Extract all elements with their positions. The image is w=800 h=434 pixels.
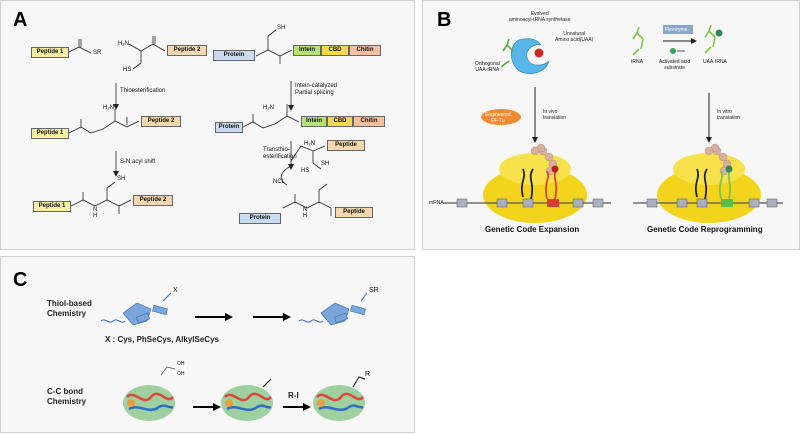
ef-tu-icon: [481, 109, 521, 125]
trna-icon: [632, 26, 644, 56]
h2n-label: H₂N: [118, 41, 129, 47]
x-options-label: X : Cys, PhSeCys, AlkylSeCys: [105, 335, 219, 344]
thioesterification-label: Thioesterification: [120, 88, 166, 94]
flexizyme-bar: [663, 25, 693, 34]
panel-b: B: [422, 0, 800, 250]
peptide1-box-3: Peptide 1: [33, 201, 71, 212]
transthioesterification-label: Transthio- esterification: [263, 147, 297, 160]
sh-label-r: SH: [277, 25, 286, 31]
chitin-box: Chitin: [349, 45, 381, 56]
cc-protein-1: [123, 385, 175, 421]
oh-label-1: OH: [177, 361, 185, 367]
panel-a: A: [0, 0, 415, 250]
uaa-trna-label: UAA-tRNA: [703, 59, 727, 65]
protein-box-3: Protein: [239, 213, 281, 224]
h-label: H: [93, 213, 98, 219]
flexizyme-label: Flexizyme: [665, 27, 688, 33]
panel-a-label: A: [13, 9, 28, 31]
sn-acyl-shift-label: S-N acyl shift: [120, 159, 156, 165]
h-label-r: H: [303, 213, 308, 219]
h2n-label-r: H₂N: [263, 105, 274, 111]
trna-label: tRNA: [631, 59, 643, 65]
in-vivo-label: In vivo translation: [543, 109, 567, 121]
sh-label-r2: SH: [321, 161, 330, 167]
oh-label-2: OH: [177, 371, 185, 377]
x-substituent-label: X: [173, 287, 178, 294]
panel-a-bonds: [66, 29, 332, 216]
synthetase-icon: [511, 38, 550, 74]
intein-box-2: Intein: [301, 116, 327, 127]
in-vitro-label: In vitro translation: [717, 109, 741, 121]
protein-icon-1: [122, 302, 168, 326]
peptide1-box-2: Peptide 1: [31, 128, 69, 139]
hs-label-r: HS: [301, 168, 310, 174]
panel-c-graphics: [100, 292, 368, 421]
sr-label: SR: [93, 50, 102, 56]
ncl-label: NCL: [273, 179, 286, 185]
genetic-code-expansion-caption: Genetic Code Expansion: [485, 225, 580, 234]
cc-protein-2: [221, 385, 273, 421]
hs-label: HS: [123, 67, 132, 73]
protein-box-2: Protein: [215, 122, 243, 133]
protein-box: Protein: [213, 50, 255, 61]
n-label: N: [93, 207, 98, 213]
thiol-chemistry-label: Thiol-based Chemistry: [47, 299, 92, 318]
mrna-label: mRNA: [429, 200, 444, 206]
panel-c-label: C: [13, 269, 28, 291]
activated-acid-label: Activated acid substrate: [659, 59, 691, 71]
sr-substituent-label: SR: [369, 287, 379, 294]
panel-b-graphics: [443, 24, 783, 223]
protein-icon-2: [320, 302, 366, 326]
peptide1-box: Peptide 1: [31, 47, 69, 58]
cbd-box: CBD: [321, 45, 349, 56]
sh-label: SH: [117, 176, 126, 182]
chitin-box-2: Chitin: [353, 116, 385, 127]
partial-splicing-label: Intein-catalyzed Partial splicing: [295, 83, 338, 96]
panel-b-label: B: [437, 9, 452, 31]
h2n-label-2: H₂N: [103, 105, 114, 111]
n-label-r: N: [303, 207, 308, 213]
peptide2-box: Peptide 2: [167, 45, 207, 56]
peptide2-box-3: Peptide 2: [133, 195, 173, 206]
uaa-ball-icon: [534, 48, 544, 58]
evolved-synthetase-label: Evolved aminoacyl-tRNA synthetase: [509, 11, 571, 23]
engineered-eftu-label: Engineered EF-Tu: [485, 112, 511, 124]
cc-protein-3: [313, 385, 365, 421]
cbd-box-2: CBD: [327, 116, 353, 127]
activated-acid-icon: [670, 48, 676, 54]
ribosome-left-icon: [483, 167, 587, 223]
genetic-code-reprogramming-caption: Genetic Code Reprogramming: [647, 225, 763, 234]
panel-c: C: [0, 256, 415, 433]
cc-chemistry-label: C-C bond Chemistry: [47, 387, 87, 406]
ribosome-right-icon: [657, 167, 761, 223]
orthogonal-trna-label: Orthogonal UAA-tRNA: [475, 61, 500, 73]
peptide2-box-2: Peptide 2: [141, 116, 181, 127]
h2n-label-r2: H₂N: [304, 141, 315, 147]
ri-reagent-label: R-I: [288, 391, 299, 400]
r-substituent-label: R: [365, 371, 371, 378]
peptide-box-2: Peptide: [335, 207, 373, 218]
intein-box: Intein: [293, 45, 321, 56]
peptide-box: Peptide: [327, 140, 365, 151]
unnatural-aa-label: Unnatural Amino acid(UAA): [555, 31, 594, 43]
